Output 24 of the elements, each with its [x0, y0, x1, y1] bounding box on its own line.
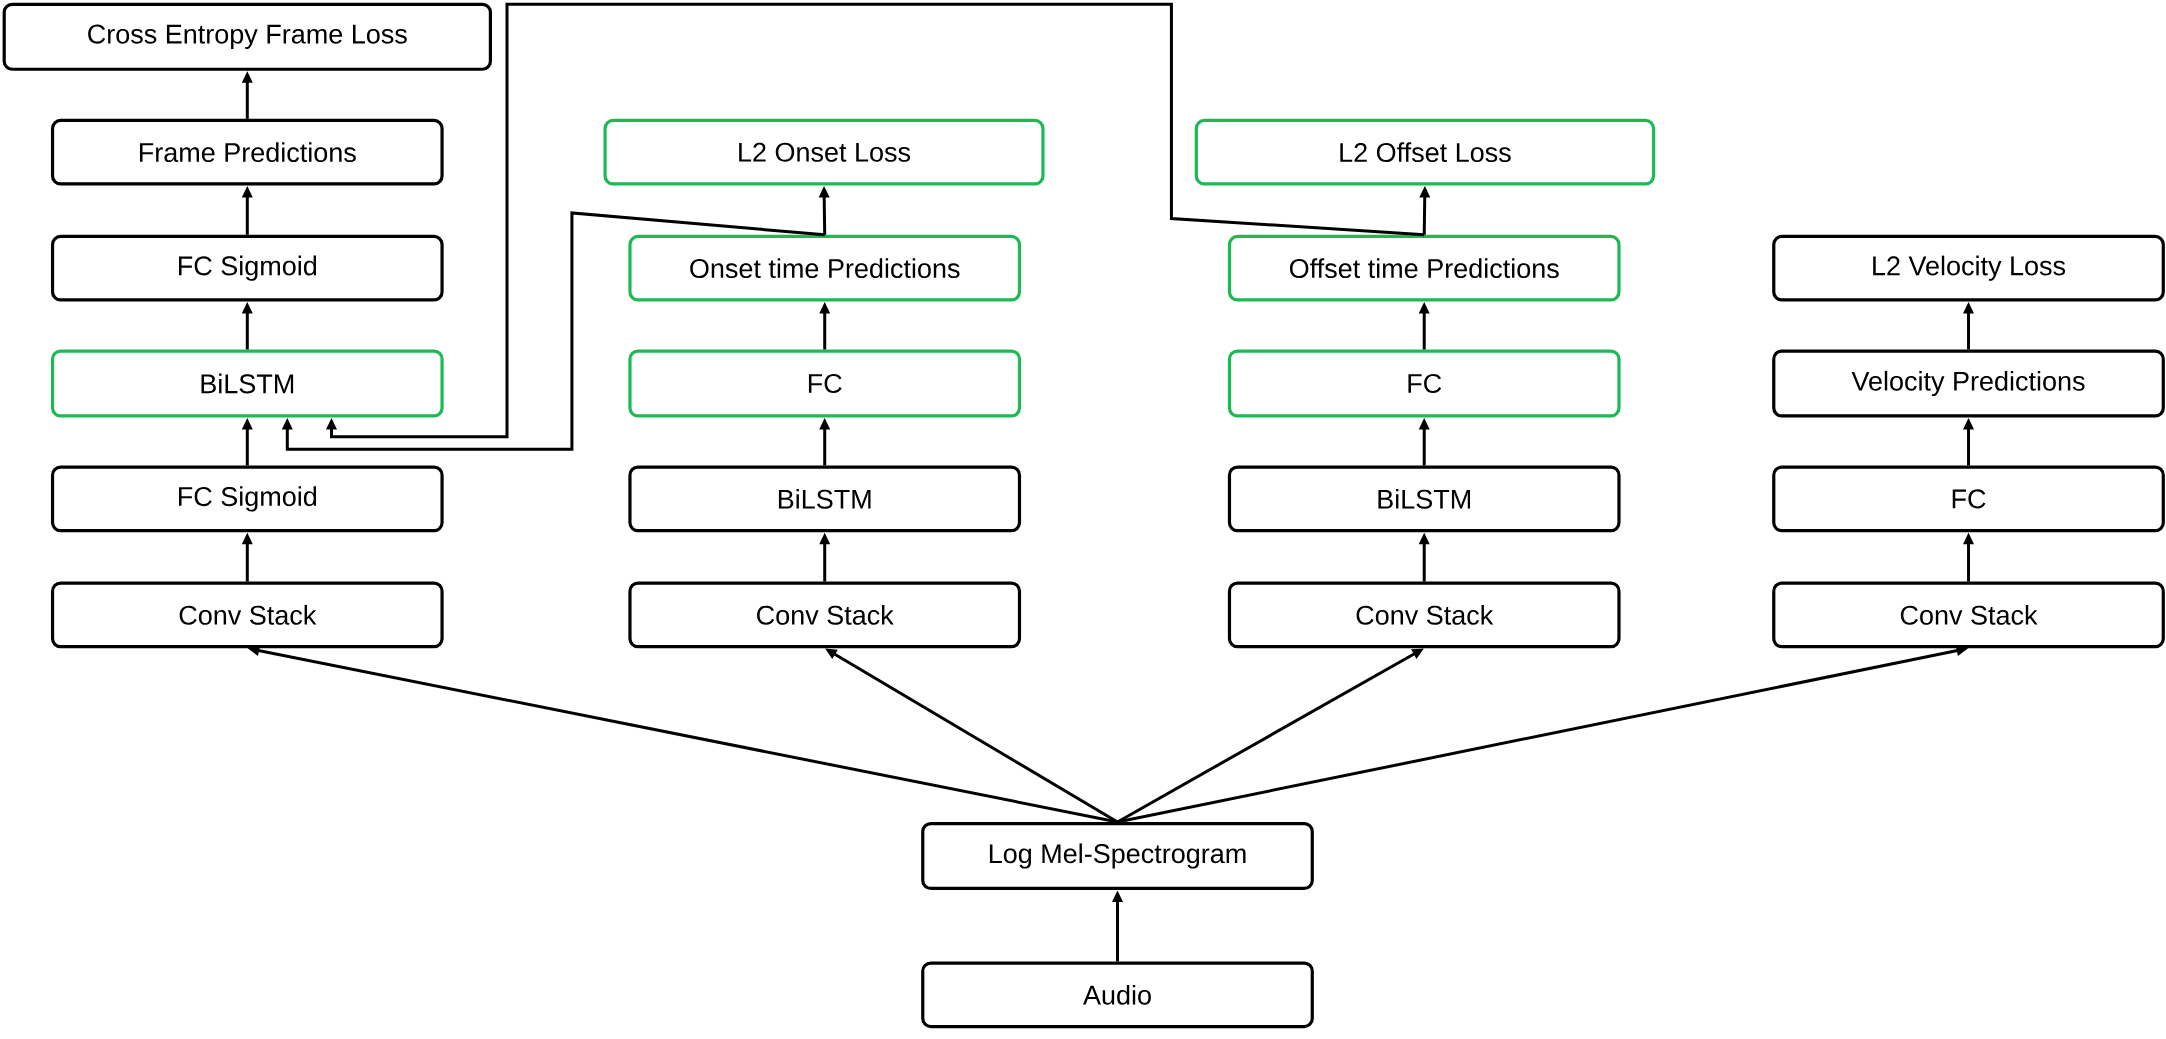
process-box: FC: [1772, 465, 2165, 533]
process-box: Offset time Predictions: [1227, 234, 1621, 302]
process-box: Onset time Predictions: [628, 234, 1022, 302]
process-box: FC Sigmoid: [50, 234, 444, 302]
loss-box: Cross Entropy Frame Loss: [2, 2, 492, 71]
arrow: [281, 211, 825, 451]
process-box: Conv Stack: [628, 581, 1022, 649]
process-box: Conv Stack: [1772, 581, 2165, 649]
input-box: Log Mel-Spectrogram: [921, 821, 1314, 891]
process-box: BiLSTM: [1227, 465, 1621, 533]
process-box: Frame Predictions: [50, 118, 444, 186]
process-box: Conv Stack: [1227, 581, 1621, 649]
process-box: Velocity Predictions: [1772, 349, 2165, 418]
process-box: FC: [1227, 349, 1621, 418]
process-box: FC Sigmoid: [50, 465, 444, 533]
arrow: [326, 2, 1425, 439]
loss-box: L2 Onset Loss: [603, 118, 1045, 186]
process-box: BiLSTM: [50, 349, 444, 418]
input-box: Audio: [921, 961, 1314, 1029]
process-box: Conv Stack: [50, 581, 444, 649]
process-box: FC: [628, 349, 1022, 418]
loss-box: L2 Velocity Loss: [1772, 234, 2165, 302]
process-box: BiLSTM: [628, 465, 1022, 533]
loss-box: L2 Offset Loss: [1194, 118, 1656, 186]
